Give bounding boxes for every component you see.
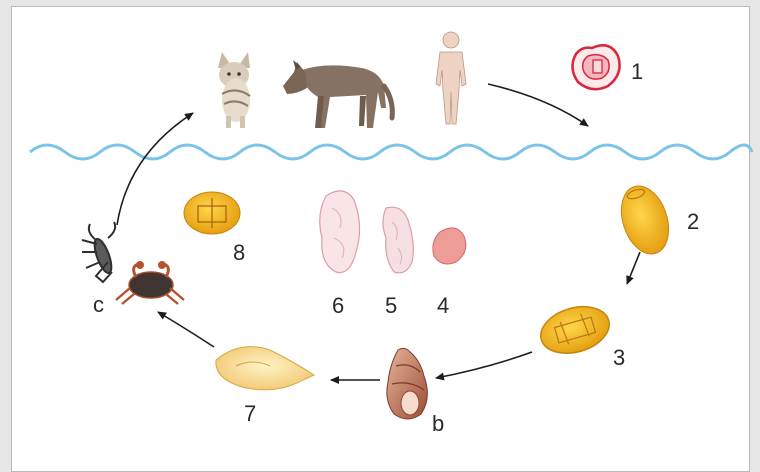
cercaria [216,347,314,390]
egg [613,180,676,260]
water-line [30,145,752,159]
redia-medium [383,207,413,273]
wolf-icon [283,60,392,128]
egg-with-operculum [184,192,240,234]
arrow-egg-to-miracidium [627,252,640,284]
label-host-b: b [432,413,444,435]
miracidium [535,299,614,361]
human-icon [436,32,466,124]
label-stage-3: 3 [613,347,625,369]
label-stage-5: 5 [385,295,397,317]
label-stage-4: 4 [437,295,449,317]
arrow-miracidium-to-snail [436,352,532,378]
crab-icon [116,261,184,304]
redia-large [320,191,360,273]
label-stage-8: 8 [233,242,245,264]
redia-small [433,228,466,264]
arrow-human-to-egg [488,84,588,126]
snail-icon [387,348,428,419]
crayfish-icon [82,222,115,282]
cat-icon [218,52,250,128]
arrow-crustacean-to-host [117,113,193,225]
label-stage-6: 6 [332,295,344,317]
arrow-cercaria-to-crab [158,312,214,347]
metacercaria-cyst [572,45,619,89]
label-stage-2: 2 [687,211,699,233]
label-stage-1: 1 [631,61,643,83]
label-stage-7: 7 [244,403,256,425]
label-host-c: c [93,294,104,316]
